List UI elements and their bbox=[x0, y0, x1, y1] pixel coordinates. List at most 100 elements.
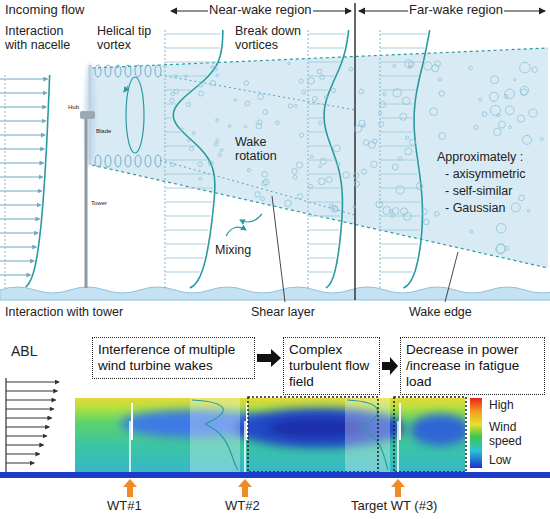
field-ground bbox=[75, 398, 465, 472]
turbulent-eddy bbox=[479, 98, 482, 101]
turbulent-eddy bbox=[424, 219, 430, 225]
turbulent-eddy bbox=[263, 179, 269, 185]
turbulent-eddy bbox=[393, 65, 396, 68]
turbulent-eddy bbox=[401, 208, 408, 215]
turbulent-eddy bbox=[337, 163, 340, 166]
turbulent-eddy bbox=[511, 203, 520, 212]
turbulent-eddy bbox=[379, 121, 384, 126]
flow-arrow bbox=[0, 233, 38, 234]
flow-arrow bbox=[308, 272, 333, 273]
label: Wind speed bbox=[488, 421, 532, 449]
turbulent-eddy bbox=[288, 104, 292, 108]
flow-arrow bbox=[380, 174, 418, 175]
turbulent-eddy bbox=[529, 109, 537, 117]
turbine-marker bbox=[238, 479, 252, 497]
turbulent-eddy bbox=[353, 173, 359, 179]
wake-region bbox=[92, 48, 548, 268]
turbulent-eddy bbox=[299, 79, 303, 83]
text-box: Decrease in power /increase in fatigue l… bbox=[400, 337, 545, 395]
turbulent-eddy bbox=[383, 92, 386, 95]
flow-arrow bbox=[0, 121, 46, 122]
colorbar bbox=[470, 398, 482, 468]
turbulent-eddy bbox=[257, 120, 262, 125]
label: Shear layer bbox=[250, 305, 316, 319]
turbulent-eddy bbox=[216, 74, 219, 77]
label: WT#1 bbox=[106, 499, 143, 514]
turbulent-eddy bbox=[435, 61, 441, 67]
flow-arrow bbox=[308, 202, 340, 203]
turbulent-eddy bbox=[170, 98, 174, 102]
wake-profile bbox=[192, 400, 238, 470]
flow-arrow bbox=[308, 34, 346, 35]
turbulent-eddy bbox=[416, 183, 423, 190]
wake-deficit bbox=[410, 414, 465, 446]
turbulent-eddy bbox=[430, 108, 438, 116]
turbulent-eddy bbox=[180, 128, 183, 131]
turbulent-eddy bbox=[490, 105, 500, 115]
turbulent-eddy bbox=[317, 69, 321, 73]
flow-arrow bbox=[308, 132, 324, 133]
turbulent-eddy bbox=[244, 81, 249, 86]
turbulent-eddy bbox=[523, 135, 532, 144]
label: Interaction with tower bbox=[4, 305, 124, 319]
turbulent-eddy bbox=[247, 169, 250, 172]
turbulent-eddy bbox=[331, 88, 335, 92]
flow-arrow bbox=[380, 216, 421, 217]
turbulent-eddy bbox=[320, 75, 325, 80]
turbulent-eddy bbox=[213, 67, 217, 71]
label: Far-wake region bbox=[408, 3, 504, 18]
label: Target WT (#3) bbox=[350, 499, 438, 514]
turbulent-eddy bbox=[406, 136, 409, 139]
flow-arrow bbox=[308, 216, 340, 217]
turbulent-eddy bbox=[349, 67, 353, 71]
turbulent-eddy bbox=[262, 171, 268, 177]
tip-vortex bbox=[155, 155, 161, 167]
turbulent-eddy bbox=[391, 214, 394, 217]
profile-panel bbox=[345, 398, 390, 472]
sea-surface bbox=[0, 287, 550, 300]
turbulent-eddy bbox=[392, 164, 398, 170]
turbine-icon bbox=[244, 421, 246, 472]
tip-vortex bbox=[105, 155, 111, 167]
turbulent-eddy bbox=[491, 76, 499, 84]
turbulent-eddy bbox=[174, 89, 178, 93]
turbulent-eddy bbox=[297, 194, 302, 199]
flow-arrow bbox=[0, 135, 45, 136]
turbulent-eddy bbox=[245, 101, 250, 106]
turbulent-eddy bbox=[527, 210, 530, 213]
turbine-marker bbox=[391, 479, 405, 497]
tip-vortex bbox=[135, 65, 141, 77]
flow-arrow bbox=[0, 191, 42, 192]
turbulent-eddy bbox=[410, 139, 416, 145]
turbulent-eddy bbox=[318, 121, 322, 125]
turbulent-eddy bbox=[540, 138, 543, 141]
flow-arrow bbox=[165, 202, 212, 203]
turbulent-eddy bbox=[424, 62, 432, 70]
turbulent-eddy bbox=[496, 244, 505, 253]
label: Mixing bbox=[214, 243, 252, 257]
flow-arrow bbox=[165, 230, 209, 231]
turbulent-eddy bbox=[218, 153, 221, 156]
profile-baseline bbox=[5, 75, 6, 288]
label: High bbox=[488, 399, 515, 413]
turbulent-eddy bbox=[199, 177, 202, 180]
flow-arrow bbox=[380, 244, 419, 245]
flow-arrow bbox=[380, 146, 414, 147]
turbulent-eddy bbox=[312, 97, 317, 102]
turbulent-eddy bbox=[184, 75, 187, 78]
flow-arrow bbox=[165, 244, 207, 245]
turbulent-eddy bbox=[333, 207, 338, 212]
turbulent-eddy bbox=[216, 119, 219, 122]
abl-axis bbox=[5, 378, 6, 472]
label: - Gaussian bbox=[444, 201, 506, 215]
flow-arrow bbox=[308, 62, 340, 63]
turbulent-eddy bbox=[198, 162, 202, 166]
turbulent-eddy bbox=[199, 91, 204, 96]
abl-arrow bbox=[6, 445, 44, 446]
profile-baseline bbox=[308, 30, 309, 288]
flow-arrow bbox=[380, 90, 415, 91]
flow-arrow bbox=[0, 163, 44, 164]
flow-arrow bbox=[165, 48, 220, 49]
turbulent-eddy bbox=[326, 177, 332, 183]
